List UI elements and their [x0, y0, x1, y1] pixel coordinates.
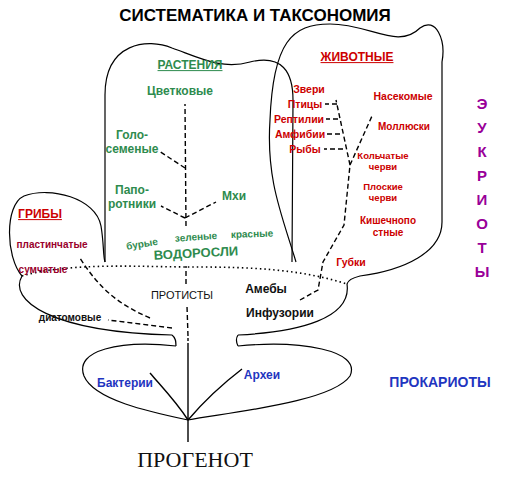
taxon-label: Голо- семеные [106, 129, 159, 157]
taxon-label: Амфибии [275, 128, 325, 140]
plants-outline [105, 44, 293, 262]
plant-branch [159, 151, 216, 218]
taxon-label: Рептилии [274, 113, 324, 125]
taxon-label: Кишечнопо стные [360, 215, 416, 238]
protists-outline [19, 276, 347, 335]
taxon-label: Археи [244, 369, 280, 383]
fungi-branch [80, 258, 150, 318]
diagram-title: СИСТЕМАТИКА И ТАКСОНОМИЯ [119, 6, 391, 26]
taxon-label: сумчатые [19, 264, 68, 276]
group-heading: ГРИБЫ [18, 208, 62, 222]
taxon-label: Плоские черви [363, 182, 403, 204]
taxon-label: Насекомые [373, 90, 432, 102]
taxon-label: Амебы [245, 283, 287, 297]
root-label: ПРОГЕНОТ [137, 447, 253, 473]
group-heading: ПРОТИСТЫ [151, 289, 213, 302]
animal-trunk [300, 165, 350, 300]
taxon-label: Мхи [222, 190, 246, 204]
taxon-label: пластинчатые [17, 239, 88, 251]
taxon-label: Моллюски [378, 121, 430, 133]
eukaryote-stem [187, 336, 188, 346]
algae-heading: ВОДОРОСЛИ [153, 244, 238, 263]
progenote-stem [187, 346, 188, 442]
taxon-label: Инфузории [246, 307, 314, 321]
animals-outline [269, 24, 443, 284]
domain-label: ПРОКАРИОТЫ [389, 374, 490, 390]
algae-label: зеленые [174, 230, 217, 244]
taxon-label: Птицы [288, 98, 323, 110]
taxon-group: бурыезеленыекрасныеВОДОРОСЛИПРОТИСТЫАмеб… [12, 225, 357, 340]
algae-label: красные [231, 228, 274, 241]
domain-label: ЭУКРИОТЫ [475, 92, 490, 284]
taxon-label: Кольчатые черви [357, 151, 408, 173]
plant-trunk [185, 104, 188, 336]
protist-branch [108, 320, 172, 328]
group-heading: РАСТЕНИЯ [158, 59, 223, 73]
prokaryote-outline [83, 344, 352, 420]
neck-outline [172, 335, 238, 346]
taxon-group: ЖИВОТНЫЕ ЗвериНасекомыеПтицыРептилииМоллю… [262, 20, 447, 282]
taxon-label: Бактерии [97, 377, 153, 391]
dotted-boundary [22, 266, 347, 284]
taxon-label: диатомовые [39, 312, 101, 324]
prokaryote-branch [150, 369, 242, 420]
taxon-label: Губки [336, 256, 366, 268]
taxon-group: ГРИБЫ пластинчатые сумчатые [5, 190, 105, 282]
taxon-group: Бактерии Археи [80, 340, 362, 422]
taxon-label: Цветковые [147, 85, 213, 99]
taxon-label: Папо- ротники [108, 184, 156, 212]
taxon-label: Рыбы [289, 143, 320, 155]
taxon-label: Звери [293, 83, 325, 95]
group-heading: ЖИВОТНЫЕ [321, 51, 394, 65]
fungi-outline [10, 193, 106, 276]
